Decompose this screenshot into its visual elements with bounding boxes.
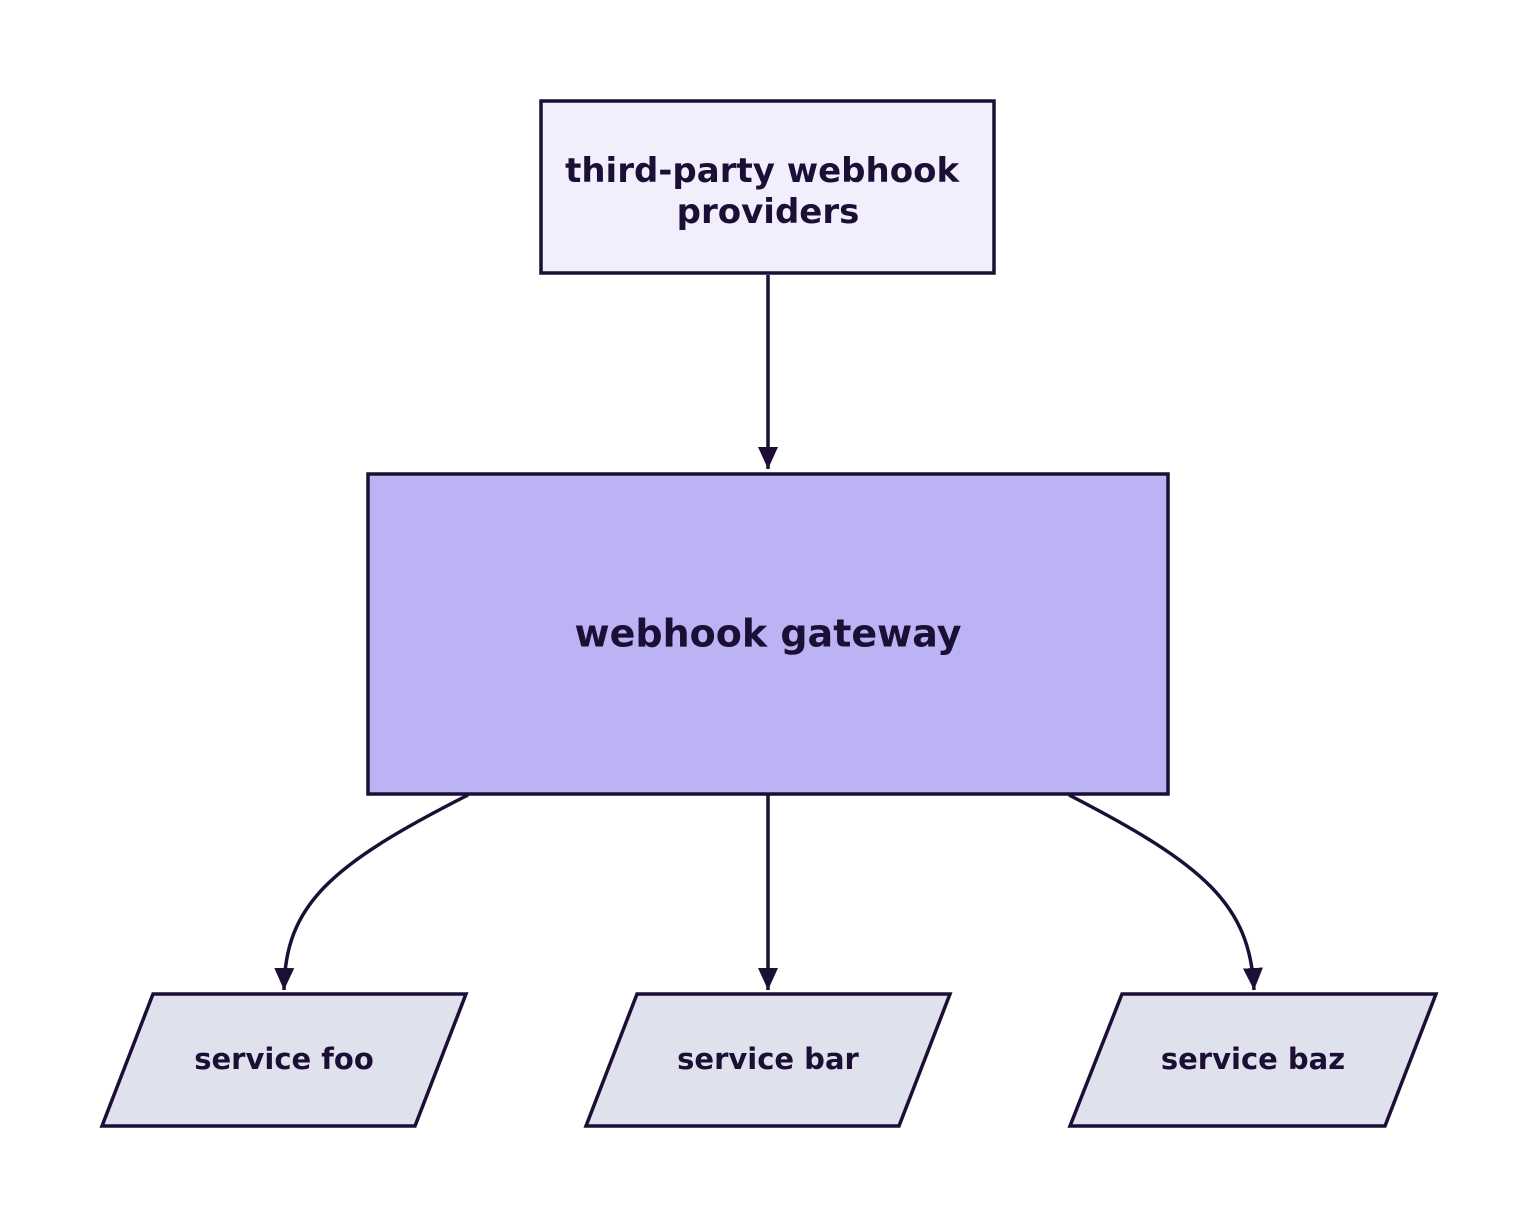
service-bar-shape [583, 992, 953, 1128]
providers-label-line2: providers [677, 192, 860, 232]
providers-label: third-party webhook providers [565, 151, 971, 232]
node-service-bar: service bar [583, 992, 953, 1128]
service-foo-shape [99, 992, 469, 1128]
edge-gateway-to-service-foo [274, 793, 469, 991]
node-service-baz: service baz [1067, 992, 1439, 1128]
service-baz-label: service baz [1161, 1042, 1345, 1076]
edge-gateway-to-service-baz [1068, 793, 1263, 991]
gateway-box [366, 472, 1170, 796]
node-providers: third-party webhook providers [539, 99, 996, 275]
service-foo-label: service foo [194, 1042, 374, 1076]
service-baz-shape [1067, 992, 1439, 1128]
node-gateway: webhook gateway [366, 472, 1170, 796]
providers-box [539, 99, 996, 275]
service-bar-label: service bar [677, 1042, 859, 1076]
providers-label-line1: third-party webhook [565, 151, 960, 191]
gateway-label: webhook gateway [575, 612, 962, 656]
node-service-foo: service foo [99, 992, 469, 1128]
